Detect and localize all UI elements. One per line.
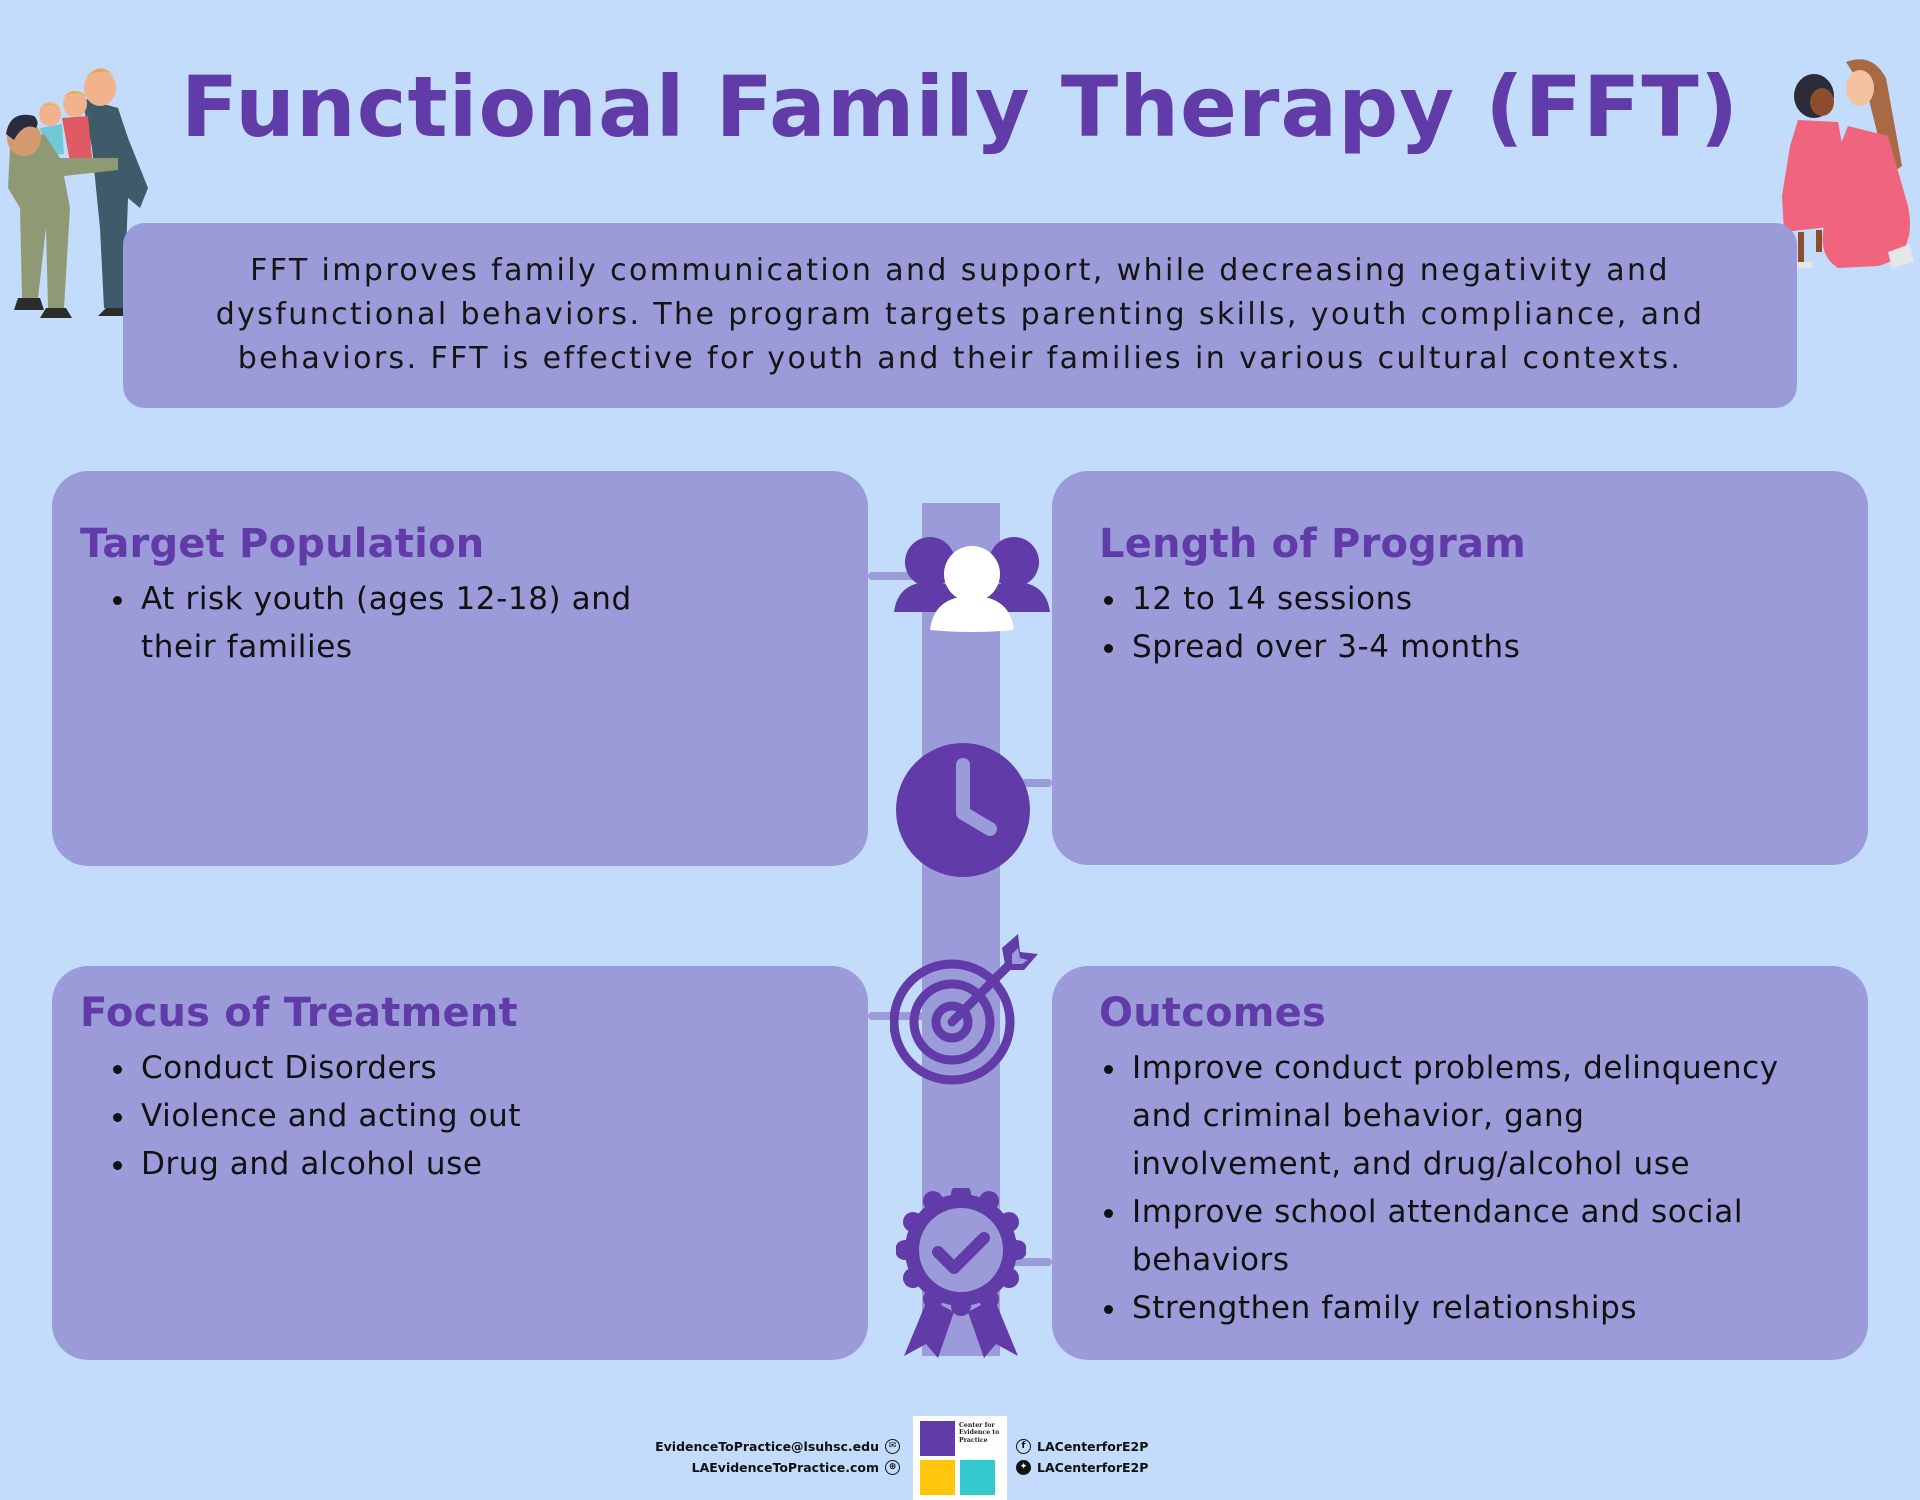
email-link[interactable]: EvidenceToPractice@lsuhsc.edu [655, 1439, 879, 1454]
footer-website-row: LAEvidenceToPractice.com ⊕ [655, 1457, 900, 1478]
panel-focus-of-treatment: Focus of Treatment Conduct Disorders Vio… [52, 966, 868, 1360]
footer-twitter-row: ✦ LACenterforE2P [1016, 1457, 1148, 1478]
globe-icon: ⊕ [885, 1460, 900, 1475]
list-item: Improve school attendance and social beh… [1099, 1188, 1821, 1284]
panel-target-population: Target Population At risk youth (ages 12… [52, 471, 868, 866]
center-for-evidence-logo: Center for Evidence to Practice [913, 1416, 1007, 1500]
group-people-icon [894, 537, 1050, 632]
intro-line: FFT improves family communication and su… [250, 253, 1670, 288]
facebook-icon: f [1016, 1439, 1031, 1454]
panel-length-of-program: Length of Program 12 to 14 sessions Spre… [1052, 471, 1868, 865]
list-item: Drug and alcohol use [108, 1140, 840, 1188]
panel-outcomes: Outcomes Improve conduct problems, delin… [1052, 966, 1868, 1360]
target-arrow-icon [890, 934, 1038, 1085]
footer-contact: EvidenceToPractice@lsuhsc.edu ✉ LAEviden… [655, 1436, 900, 1478]
list-item: Improve conduct problems, delinquency an… [1099, 1044, 1821, 1188]
bullet-list: At risk youth (ages 12-18) and their fam… [108, 575, 840, 671]
intro-line: dysfunctional behaviors. The program tar… [215, 297, 1705, 332]
twitter-icon: ✦ [1016, 1460, 1031, 1475]
logo-square-yellow [920, 1460, 955, 1495]
list-item: At risk youth (ages 12-18) and their fam… [108, 575, 681, 671]
award-badge-check-icon [896, 1188, 1026, 1358]
logo-square-purple [920, 1421, 955, 1456]
list-item: Conduct Disorders [108, 1044, 840, 1092]
footer-facebook-row: f LACenterforE2P [1016, 1436, 1148, 1457]
panel-heading: Target Population [80, 521, 485, 567]
facebook-handle[interactable]: LACenterforE2P [1037, 1439, 1149, 1454]
mother-child-illustration-right [1782, 59, 1914, 268]
logo-square-teal [960, 1460, 995, 1495]
envelope-icon: ✉ [885, 1439, 900, 1454]
list-item: Spread over 3-4 months [1099, 623, 1821, 671]
footer-social: f LACenterforE2P ✦ LACenterforE2P [1016, 1436, 1148, 1478]
panel-heading: Outcomes [1099, 990, 1327, 1036]
twitter-handle[interactable]: LACenterforE2P [1037, 1460, 1149, 1475]
intro-description: FFT improves family communication and su… [123, 223, 1797, 408]
logo-text: Center for Evidence to Practice [959, 1422, 1000, 1444]
footer-email-row: EvidenceToPractice@lsuhsc.edu ✉ [655, 1436, 900, 1457]
clock-icon [896, 743, 1030, 877]
family-illustration-left [6, 68, 148, 318]
list-item: Strengthen family relationships [1099, 1284, 1821, 1332]
list-item: Violence and acting out [108, 1092, 840, 1140]
bullet-list: Improve conduct problems, delinquency an… [1099, 1044, 1821, 1332]
list-item: 12 to 14 sessions [1099, 575, 1821, 623]
page-title: Functional Family Therapy (FFT) [180, 58, 1740, 156]
website-link[interactable]: LAEvidenceToPractice.com [691, 1460, 879, 1475]
intro-line: behaviors. FFT is effective for youth an… [237, 341, 1683, 376]
bullet-list: Conduct Disorders Violence and acting ou… [108, 1044, 840, 1188]
bullet-list: 12 to 14 sessions Spread over 3-4 months [1099, 575, 1821, 671]
connector-target [868, 572, 928, 580]
panel-heading: Focus of Treatment [80, 990, 518, 1036]
connector-outcomes [1000, 1258, 1052, 1266]
connector-length [1000, 779, 1052, 787]
panel-heading: Length of Program [1099, 521, 1527, 567]
